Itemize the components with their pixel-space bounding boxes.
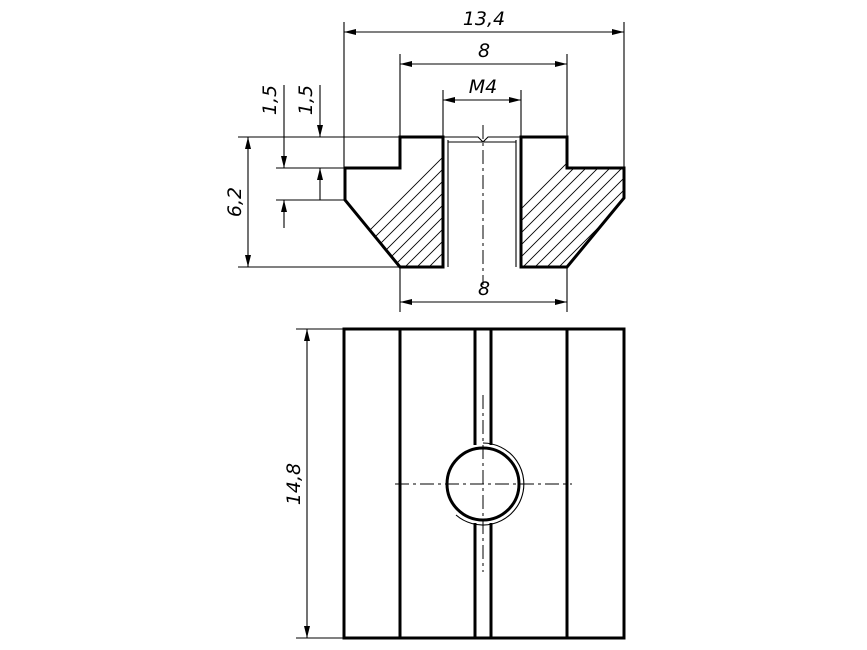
thread-top-edge [443, 136, 521, 143]
dim-step-2: 1,5 [295, 85, 317, 115]
dim-overall-width: 13,4 [463, 8, 505, 30]
section-right-outline [519, 135, 626, 269]
hatch-left [345, 137, 443, 267]
dim-length: 14,8 [283, 463, 305, 505]
dim-height: 6,2 [224, 187, 246, 217]
dimensions: 13,4 8 M4 8 6,2 1,5 1,5 [224, 8, 625, 639]
dim-bottom-width: 8 [478, 278, 490, 300]
thread-major-arc [455, 442, 525, 526]
dim-thread: M4 [469, 76, 497, 98]
hatch-right [521, 137, 624, 267]
section-view [343, 125, 626, 285]
dim-top-width: 8 [478, 40, 490, 62]
dim-step-1: 1,5 [259, 85, 281, 115]
plan-outline [342, 327, 626, 640]
plan-view [342, 327, 626, 640]
section-left-outline [343, 135, 445, 269]
